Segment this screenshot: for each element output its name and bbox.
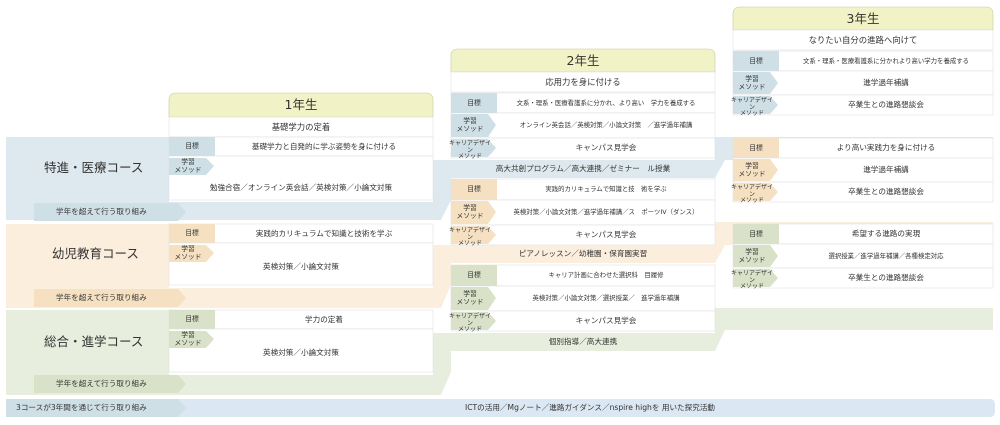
y3-tokushin-method: 進学過年補講 xyxy=(863,78,909,87)
y3-sogo-career: 卒業生との進路懇談会 xyxy=(848,273,924,282)
y3-yoji-goal-label: 目標 xyxy=(749,144,763,152)
y3-tokushin-goal: 文系・理系・医療看護系に分かれより高い学力を養成する xyxy=(802,57,970,65)
y2-tokushin-goal-label: 目標 xyxy=(467,99,481,107)
course-name-sogo: 総合・進学コース xyxy=(44,334,144,349)
y1-yoji-goal-label: 目標 xyxy=(185,229,199,237)
y3-tokushin-goal-label: 目標 xyxy=(749,57,763,65)
y1-sogo-method: 英検対策／小論文対策 xyxy=(263,348,339,357)
y3-yoji-theme: より高い実践力を身に付ける xyxy=(836,143,936,152)
year2-theme: 応用力を身に付ける xyxy=(545,77,621,87)
y2-yoji-method: 英検対策／小論文対策／進学過年補講／ス ポーツIV（ダンス） xyxy=(513,208,699,216)
tokushin-across-label: 学年を超えて行う取り組み xyxy=(56,207,147,216)
year1-header-shape xyxy=(168,92,434,118)
y2-sogo-cells xyxy=(450,264,716,332)
y2-yoji-method-label: 学習メソッド xyxy=(456,204,484,220)
y1-tokushin-cells xyxy=(168,136,434,201)
y3-sogo-method: 選択授業／進学過年補講／各種検定対応 xyxy=(828,252,944,260)
tokushin-panel xyxy=(6,137,169,200)
y3-yoji-career-label: キャリアデザインメソッド xyxy=(730,184,773,205)
y1-tokushin-method: 勉強合宿／オンライン英会話／英検対策／小論文対策 xyxy=(209,183,393,192)
y2-tokushin-method-label: 学習メソッド xyxy=(456,117,484,133)
y2-yoji-cells xyxy=(450,178,716,246)
y3-yoji-cells xyxy=(732,137,994,203)
yoji-across-content: ピアノレッスン／幼稚園・保育園実習 xyxy=(518,249,648,258)
y1-sogo-goal: 学力の定着 xyxy=(305,315,343,324)
sogo-across-tab xyxy=(34,375,186,393)
y2-tokushin-career: キャンパス見学会 xyxy=(575,143,637,152)
y3-sogo-career-label: キャリアデザインメソッド xyxy=(730,270,773,291)
year2-header-shape xyxy=(450,48,716,73)
y1-yoji-cells xyxy=(168,223,434,286)
year1-title: 1年生 xyxy=(284,97,318,112)
year2-theme-row xyxy=(450,71,716,93)
all-courses-content: ICTの活用／Mgノート／進路ガイダンス／nspire highを 用いた探究活… xyxy=(464,403,716,412)
y2-yoji-goal-label: 目標 xyxy=(467,185,481,193)
y2-sogo-method: 英検対策／小論文対策／選択授業／ 進学過年補講 xyxy=(532,294,680,302)
yoji-across-tab xyxy=(34,289,186,307)
y2-tokushin-cells xyxy=(450,92,716,159)
y3-tokushin-cells xyxy=(732,50,994,116)
y2-yoji-career: キャンパス見学会 xyxy=(575,230,637,239)
year1-theme: 基礎学力の定着 xyxy=(271,122,331,132)
all-courses-label: 3コースが3年間を通じて行う取り組み xyxy=(16,403,147,412)
year3-theme: なりたい自分の進路へ向けて xyxy=(808,35,918,45)
sogo-across-band xyxy=(6,308,993,395)
y2-yoji-goal: 実践的カリキュラムで知識と技 術を学ぶ xyxy=(545,185,667,193)
y1-sogo-cells xyxy=(168,309,434,373)
y3-sogo-goal-label: 目標 xyxy=(749,230,763,238)
sogo-panel xyxy=(6,310,169,372)
y2-tokushin-method: オンライン英会話／英検対策／小論文対策 ／進学過年補講 xyxy=(519,121,693,129)
y1-sogo-goal-label: 目標 xyxy=(185,315,199,323)
y2-sogo-career-label: キャリアデザインメソッド xyxy=(448,313,491,334)
y2-sogo-goal: キャリア計画に合わせた選択科 目履修 xyxy=(548,271,664,279)
y2-sogo-goal-label: 目標 xyxy=(467,271,481,279)
all-courses-tab xyxy=(6,399,186,417)
sogo-across-label: 学年を超えて行う取り組み xyxy=(56,379,147,388)
tokushin-across-tab xyxy=(34,203,186,221)
y3-yoji-career: 卒業生との進路懇談会 xyxy=(848,187,924,196)
y3-yoji-method: 進学過年補講 xyxy=(863,165,909,174)
y1-tokushin-method-label: 学習メソッド xyxy=(174,158,202,174)
year3-title: 3年生 xyxy=(846,11,880,26)
y1-yoji-goal: 実践的カリキュラムで知識と技術を学ぶ xyxy=(255,229,393,238)
course-name-tokushin: 特進・医療コース xyxy=(44,160,144,175)
y3-tokushin-career-label: キャリアデザインメソッド xyxy=(730,97,773,118)
y2-sogo-career: キャンパス見学会 xyxy=(575,316,637,325)
y1-sogo-method-label: 学習メソッド xyxy=(174,331,202,347)
y2-tokushin-goal: 文系・理系・医療看護系に分かれ、より高い 学力を養成する xyxy=(516,99,696,107)
year2-title: 2年生 xyxy=(566,53,600,68)
course-name-yoji: 幼児教育コース xyxy=(52,246,139,261)
y3-sogo-goal: 希望する進路の実現 xyxy=(851,229,921,238)
y3-sogo-cells xyxy=(732,223,994,289)
yoji-panel xyxy=(6,224,169,285)
y1-tokushin-goal: 基礎学力と自発的に学ぶ姿勢を身に付ける xyxy=(251,142,397,151)
y2-tokushin-career-label: キャリアデザインメソッド xyxy=(448,140,491,161)
all-courses-band xyxy=(6,399,995,417)
tokushin-across-content: 高大共創プログラム／高大連携／ゼミナー ル授業 xyxy=(495,164,671,173)
y3-tokushin-career: 卒業生との進路懇談会 xyxy=(848,100,924,109)
year3-theme-row xyxy=(732,29,994,51)
y3-yoji-method-label: 学習メソッド xyxy=(738,162,766,178)
y3-tokushin-method-label: 学習メソッド xyxy=(738,75,766,91)
sogo-across-content: 個別指導／高大連携 xyxy=(548,337,618,346)
yoji-across-label: 学年を超えて行う取り組み xyxy=(56,293,147,302)
y2-yoji-career-label: キャリアデザインメソッド xyxy=(448,227,491,248)
y2-sogo-method-label: 学習メソッド xyxy=(456,290,484,306)
y1-yoji-method: 英検対策／小論文対策 xyxy=(263,262,339,271)
y1-yoji-method-label: 学習メソッド xyxy=(174,245,202,261)
y1-tokushin-goal-label: 目標 xyxy=(185,142,199,150)
y3-sogo-method-label: 学習メソッド xyxy=(738,248,766,264)
year3-header-shape xyxy=(732,6,994,31)
